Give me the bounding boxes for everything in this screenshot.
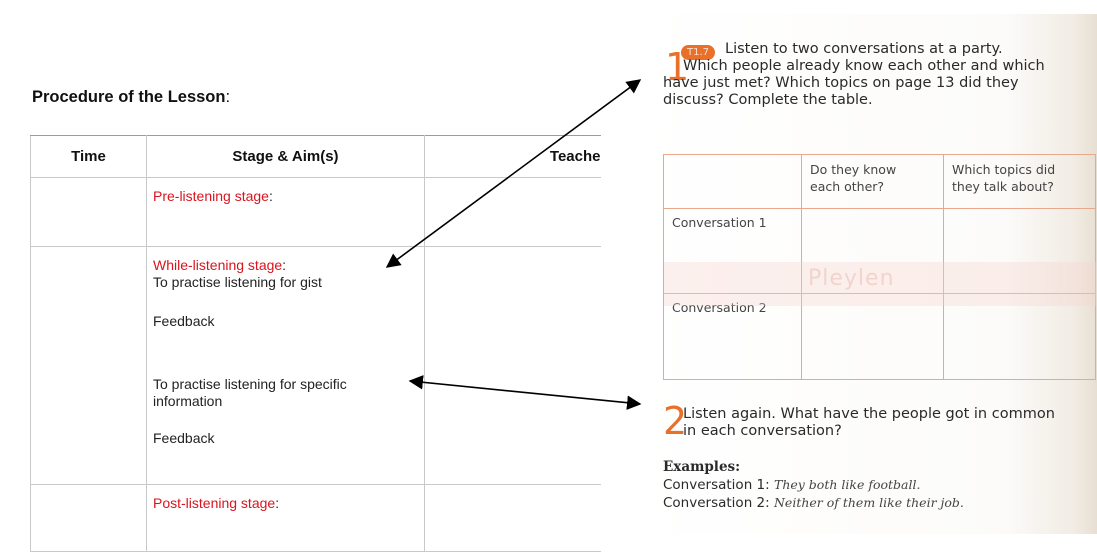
stage-cell: While-listening stage: To practise liste… (146, 246, 425, 485)
conversation-1-label: Conversation 1 (663, 207, 802, 295)
feedback-2: Feedback (153, 430, 215, 446)
post-listening-stage-label: Post-listening stage (153, 495, 276, 511)
lesson-procedure-table: Time Stage & Aim(s) Teache Pre-listening… (30, 135, 601, 552)
teacher-cell (424, 484, 601, 552)
pre-listening-stage-label: Pre-listening stage (153, 188, 269, 204)
watermark: Pleylen (808, 266, 895, 291)
exercise-1-instructions: Listen to two conversations at a party. … (663, 41, 1045, 108)
exercise-2-instructions: Listen again. What have the people got i… (683, 406, 1055, 439)
examples-block: Examples: Conversation 1: They both like… (663, 459, 1093, 512)
header-stage-aims: Stage & Aim(s) (146, 135, 425, 178)
stage-cell: Post-listening stage: (146, 484, 425, 552)
examples-label: Examples: (663, 459, 741, 475)
table-row: Conversation 2 (663, 293, 1096, 380)
header-time: Time (30, 135, 147, 178)
arrow-specific-to-exercise-2 (408, 375, 642, 410)
teacher-cell (424, 246, 601, 485)
aim-gist: To practise listening for gist (153, 274, 322, 290)
feedback-1: Feedback (153, 313, 215, 329)
exercise-2-number: 2 (663, 399, 688, 443)
conversation-2-label: Conversation 2 (663, 293, 802, 380)
table-row-post-listening: Post-listening stage: (30, 484, 601, 552)
arrow-gist-to-exercise-1 (385, 79, 642, 268)
while-listening-stage-label: While-listening stage (153, 257, 283, 273)
aim-specific-line1: To practise listening for specific (153, 376, 347, 392)
time-cell (30, 246, 147, 485)
aim-specific-line2: information (153, 393, 223, 409)
track-badge: T1.7 (681, 45, 715, 60)
procedure-title: Procedure of the Lesson: (32, 88, 231, 106)
table-row: Conversation 1 (663, 207, 1096, 295)
time-cell (30, 484, 147, 552)
table-row-while-listening: While-listening stage: To practise liste… (30, 246, 601, 485)
